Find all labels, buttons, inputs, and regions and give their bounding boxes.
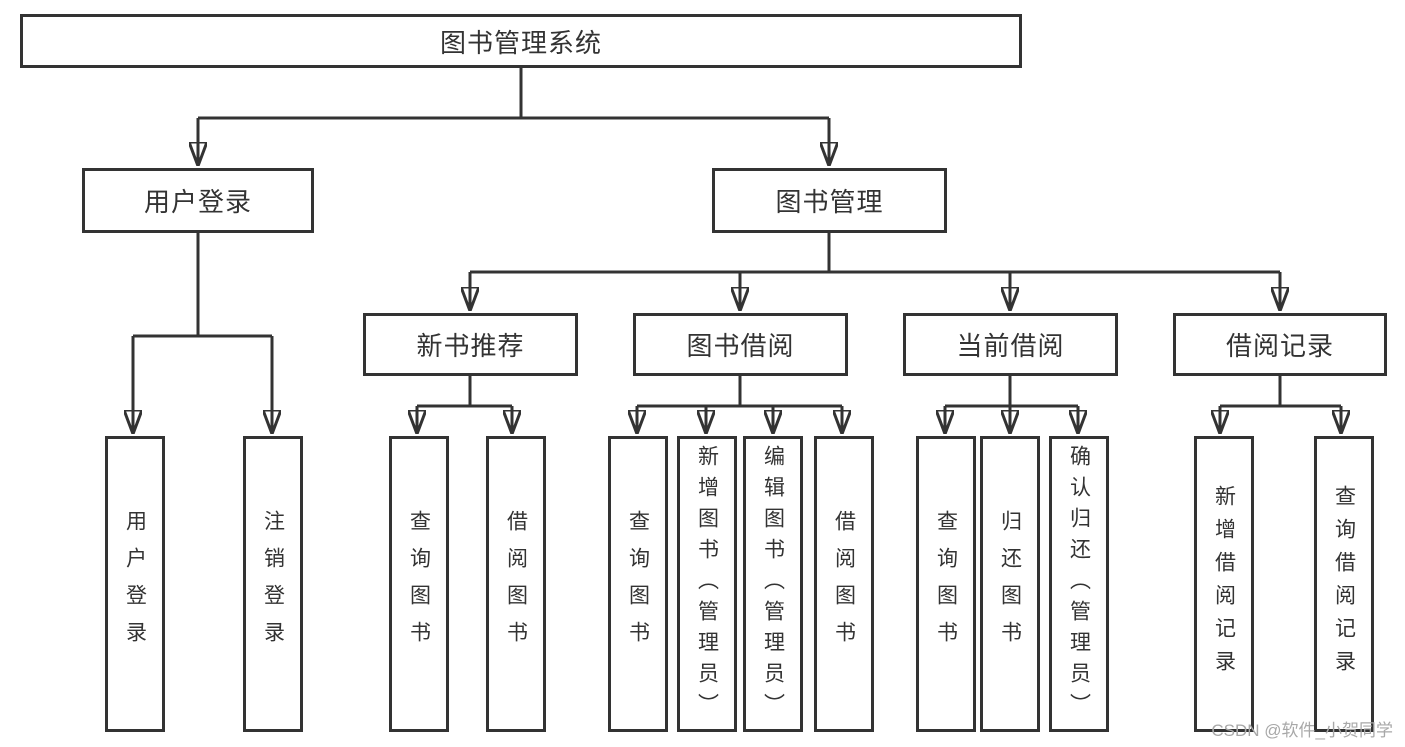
connector-bookmgmt-to-level2 xyxy=(470,233,1280,310)
node-leaf-borrow-books-recommendation: 借阅图书 xyxy=(486,436,546,732)
node-book-management: 图书管理 xyxy=(712,168,947,233)
node-leaf-user-login: 用户登录 xyxy=(105,436,165,732)
node-leaf-add-borrow-record: 新增借阅记录 xyxy=(1194,436,1254,732)
node-label: 新增借阅记录 xyxy=(1212,485,1236,683)
node-borrowing-records: 借阅记录 xyxy=(1173,313,1387,376)
node-leaf-edit-books-admin: 编辑图书（管理员） xyxy=(743,436,803,732)
node-label: 借阅记录 xyxy=(1225,331,1334,361)
node-label: 借阅图书 xyxy=(504,510,528,658)
node-leaf-query-books-current: 查询图书 xyxy=(916,436,976,732)
node-label: 查询图书 xyxy=(626,510,650,658)
node-label: 编辑图书（管理员） xyxy=(761,444,785,724)
node-label: 注销登录 xyxy=(261,510,285,658)
node-label: 用户登录 xyxy=(123,510,147,658)
connector-newbookrec-to-leaves xyxy=(417,376,512,433)
node-current-borrowing: 当前借阅 xyxy=(903,313,1118,376)
node-label: 图书管理 xyxy=(775,187,884,217)
node-label: 查询图书 xyxy=(407,510,431,658)
node-label: 借阅图书 xyxy=(832,510,856,658)
node-leaf-query-books-borrowing: 查询图书 xyxy=(608,436,668,732)
node-label: 当前借阅 xyxy=(956,331,1065,361)
node-label: 用户登录 xyxy=(143,187,252,217)
node-leaf-confirm-return-admin: 确认归还（管理员） xyxy=(1049,436,1109,732)
node-label: 归还图书 xyxy=(998,510,1022,658)
node-library-management-system: 图书管理系统 xyxy=(20,14,1022,68)
node-leaf-logout: 注销登录 xyxy=(243,436,303,732)
node-leaf-query-borrow-record: 查询借阅记录 xyxy=(1314,436,1374,732)
connector-root-to-level1 xyxy=(198,68,829,165)
connector-borrowrecord-to-leaves xyxy=(1220,376,1341,433)
csdn-watermark: CSDN @软件_小贺同学 xyxy=(1211,721,1393,740)
node-book-borrowing: 图书借阅 xyxy=(633,313,848,376)
node-label: 查询借阅记录 xyxy=(1332,485,1356,683)
connector-userlogin-to-leaves xyxy=(133,233,272,433)
connector-currentborrow-to-leaves xyxy=(945,376,1078,433)
connector-bookborrow-to-leaves xyxy=(637,376,842,433)
node-label: 图书借阅 xyxy=(686,331,795,361)
node-new-book-recommendation: 新书推荐 xyxy=(363,313,578,376)
node-label: 新增图书（管理员） xyxy=(695,444,719,724)
node-leaf-query-books-recommendation: 查询图书 xyxy=(389,436,449,732)
node-user-login: 用户登录 xyxy=(82,168,314,233)
node-label: 确认归还（管理员） xyxy=(1067,444,1091,724)
node-label: 新书推荐 xyxy=(416,331,525,361)
node-leaf-add-books-admin: 新增图书（管理员） xyxy=(677,436,737,732)
node-leaf-return-books: 归还图书 xyxy=(980,436,1040,732)
node-leaf-borrow-books: 借阅图书 xyxy=(814,436,874,732)
node-label: 图书管理系统 xyxy=(439,27,602,58)
node-label: 查询图书 xyxy=(934,510,958,658)
